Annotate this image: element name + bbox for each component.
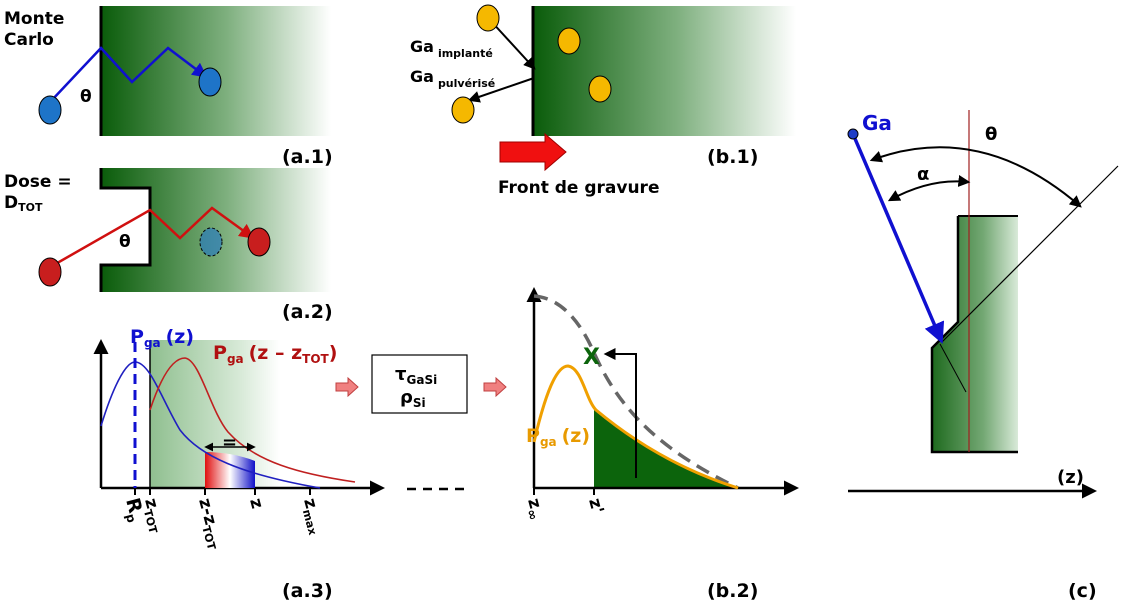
sample-outline-c [930, 216, 1018, 454]
monte-carlo-label: Monte [4, 9, 64, 29]
theta-arc [869, 146, 1082, 208]
label-pga-b2: Pga(z) [526, 425, 590, 449]
caption-b2: (b.2) [707, 580, 758, 602]
z-axis-label: (z) [1057, 467, 1084, 488]
sample-profile-c [932, 216, 1018, 452]
tick-label-rp: Rp [119, 496, 148, 525]
equals-sign-a3: = [222, 432, 237, 453]
tick-label-zinf: z∞ [520, 496, 548, 522]
etch-front-arrow [499, 132, 567, 172]
filled-area-b2 [594, 410, 738, 488]
panel-a3: = Pga(z) Pga(z – zTOT) Rp zTOT z-zTOT z … [93, 326, 385, 602]
tick-label-ztot: zTOT [138, 496, 168, 535]
ga-beam [851, 133, 945, 344]
panel-a1: Monte Carlo θ (a.1) [4, 6, 333, 168]
tick-label-z-minus-ztot: z-zTOT [192, 496, 227, 552]
ga-label-c: Ga [862, 111, 892, 135]
angle-theta-a1: θ [80, 87, 92, 107]
dashed-reference-curve [533, 294, 739, 490]
param-rho: ρSi [400, 387, 426, 410]
crater-outline-a2 [99, 168, 152, 292]
incoming-ga-ion [476, 4, 500, 32]
tilted-normal-line [941, 165, 1119, 343]
alpha-arc [887, 175, 971, 202]
alpha-label-c: α [917, 164, 929, 185]
caption-c: (c) [1068, 580, 1097, 602]
angle-theta-a2: θ [119, 232, 131, 252]
ion-guide-line [939, 343, 967, 393]
ion-trajectory-a2 [51, 206, 255, 268]
etch-front-label: Front de gravure [498, 178, 659, 198]
ga-source-dot [847, 128, 859, 140]
arrow-to-param-box [335, 376, 359, 398]
cross-marker: X [583, 345, 600, 370]
panel-c: Ga θ α (z) (c) [847, 110, 1119, 602]
curve-pga-b2 [532, 364, 739, 490]
param-box [371, 354, 468, 414]
param-tau: τGaSi [395, 364, 437, 387]
caption-a3: (a.3) [282, 580, 333, 602]
curve-pga-z-minus-ztot [149, 357, 356, 483]
incident-ion-a1 [38, 95, 62, 125]
feedback-arrow-b2 [603, 348, 637, 478]
caption-a1: (a.1) [282, 146, 333, 168]
tick-label-zmax: zmax [297, 496, 328, 536]
ghost-ion-a2 [199, 227, 223, 257]
caption-a2: (a.2) [282, 301, 333, 323]
implanted-ion-a1 [198, 67, 222, 97]
sputtered-ga-ion [451, 96, 475, 124]
label-pga-z-minus-ztot: Pga(z – zTOT) [213, 342, 337, 366]
arrow-from-param-box [483, 376, 507, 398]
panel-a2: Dose = DTOT θ (a.2) [4, 168, 333, 323]
dose-label-line2: DTOT [4, 193, 43, 214]
shaded-interval-a3 [205, 452, 255, 488]
monte-carlo-label-line2: Carlo [4, 30, 54, 50]
implanted-ga-ion-2 [588, 75, 612, 103]
tick-label-zprime: z' [584, 496, 607, 516]
tick-label-z: z [245, 496, 267, 511]
implanted-ga-ion-1 [557, 27, 581, 55]
implanted-ion-a2 [247, 227, 271, 257]
theta-label-c: θ [985, 124, 997, 145]
substrate-b1 [533, 6, 796, 136]
parameter-connector: τGaSi ρSi [335, 354, 507, 491]
sputtered-ion-path [467, 77, 535, 103]
caption-b1: (b.1) [707, 146, 758, 168]
curve-pga-z [100, 361, 321, 489]
incident-ion-a2 [38, 257, 62, 287]
dose-label-line1: Dose = [4, 172, 72, 192]
label-pga-z: Pga(z) [130, 326, 194, 350]
panel-b2: X Pga(z) z∞ z' (b.2) [520, 287, 799, 602]
implanted-ion-path [489, 19, 536, 70]
ion-trajectory-a1 [51, 46, 208, 101]
